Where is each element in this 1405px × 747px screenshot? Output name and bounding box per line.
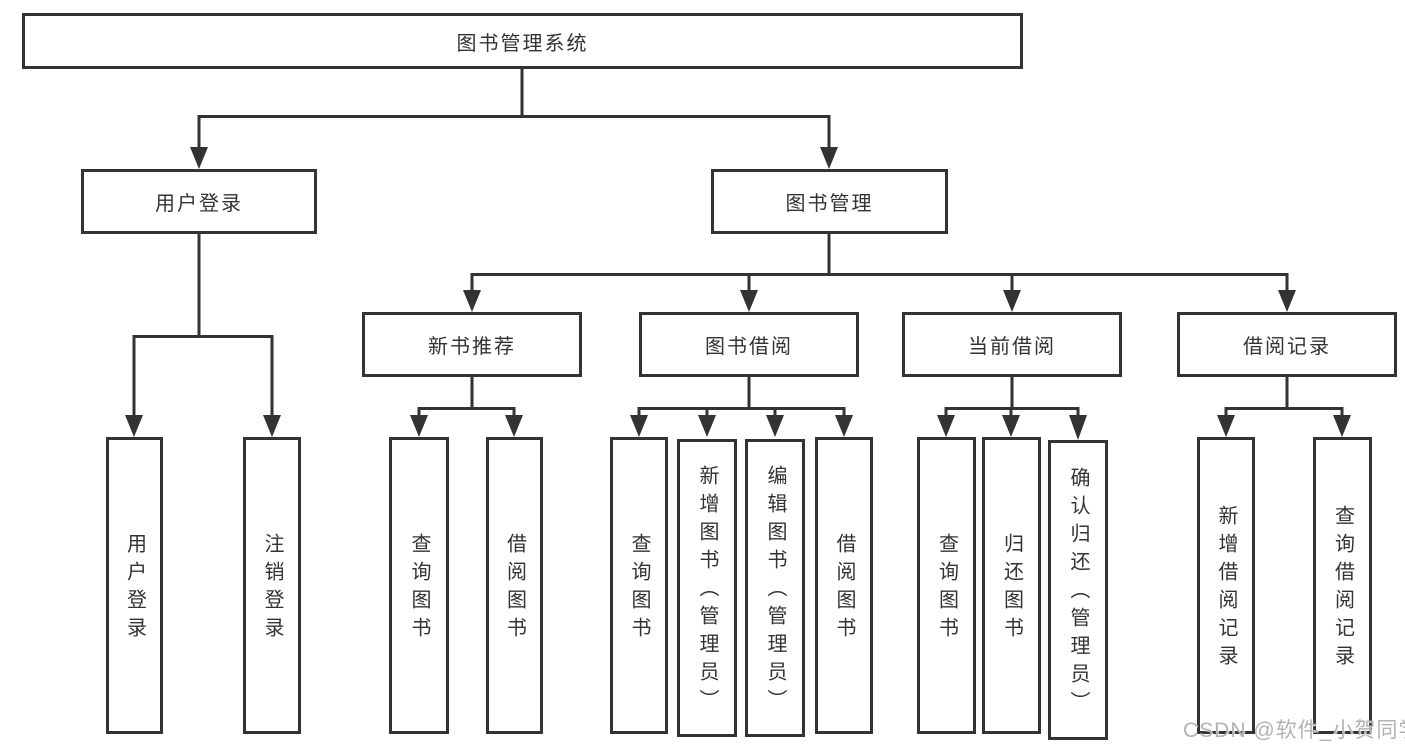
node-new-book-recommendation: 新书推荐 xyxy=(362,312,582,377)
node-return-books: 归还图书 xyxy=(982,437,1041,734)
node-root-system: 图书管理系统 xyxy=(22,13,1023,69)
node-borrow-books: 借阅图书 xyxy=(815,437,873,734)
node-logout-action: 注销登录 xyxy=(243,437,301,734)
node-query-books: 查询图书 xyxy=(389,437,449,734)
node-query-books: 查询图书 xyxy=(610,437,668,734)
node-current-borrowing: 当前借阅 xyxy=(902,312,1122,377)
connector-new-book-recommendation-children xyxy=(410,377,523,437)
node-borrowing-records: 借阅记录 xyxy=(1177,312,1397,377)
node-edit-book-admin: 编辑图书（管理员） xyxy=(745,439,805,737)
node-user-login-action: 用户登录 xyxy=(106,437,163,734)
node-query-books: 查询图书 xyxy=(917,437,976,734)
node-confirm-return-admin: 确认归还（管理员） xyxy=(1048,440,1108,740)
connector-current-borrowing-children xyxy=(937,377,1087,440)
node-query-borrow-record: 查询借阅记录 xyxy=(1313,437,1372,734)
node-book-borrowing: 图书借阅 xyxy=(639,312,859,377)
connector-user-login-children xyxy=(125,234,281,437)
connector-book-borrowing-children xyxy=(630,377,853,437)
csdn-watermark: CSDN @软件_小贺同学 xyxy=(1183,719,1405,742)
connector-book-management-children xyxy=(463,234,1296,312)
connector-root-to-level2 xyxy=(190,69,838,169)
node-add-borrow-record: 新增借阅记录 xyxy=(1197,437,1255,734)
node-user-login: 用户登录 xyxy=(81,169,317,234)
node-book-management: 图书管理 xyxy=(711,169,948,234)
node-add-book-admin: 新增图书（管理员） xyxy=(677,439,737,737)
node-borrow-books: 借阅图书 xyxy=(486,437,543,734)
connector-borrowing-records-children xyxy=(1217,377,1351,437)
